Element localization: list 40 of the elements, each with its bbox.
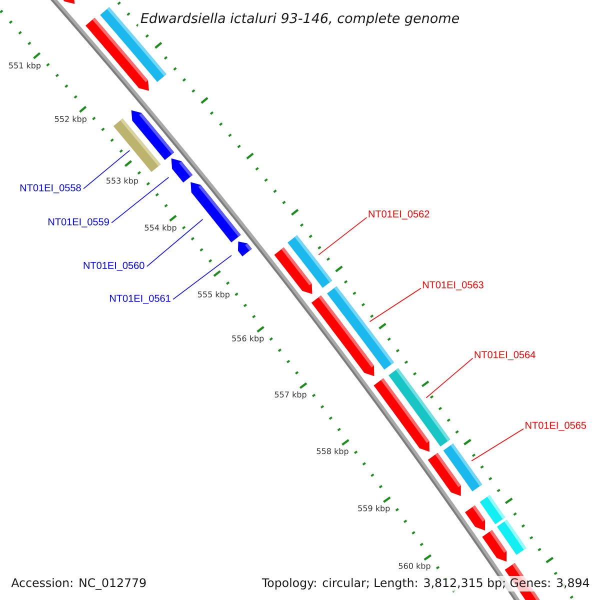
gene-label: NT01EI_0564: [474, 351, 536, 360]
gene-block: [171, 158, 193, 183]
tick-label: 553 kbp: [106, 177, 138, 186]
gene-label: NT01EI_0558: [20, 184, 81, 194]
tick-label: 557 kbp: [274, 391, 306, 400]
gene-block: [131, 110, 174, 160]
gene-label: NT01EI_0561: [110, 294, 170, 304]
gene-block: [465, 505, 486, 531]
gene-block: [274, 247, 312, 294]
gene-block: [374, 378, 430, 452]
leader-line: [172, 255, 232, 300]
leader-line: [83, 150, 130, 190]
gene-label: NT01EI_0562: [368, 210, 430, 220]
gene-label: NT01EI_0563: [422, 281, 484, 290]
gene-block: [190, 182, 241, 242]
gene-block: [63, 0, 75, 4]
title: Edwardsiella ictaluri 93-146, complete genome: [138, 10, 462, 28]
tick-label: 555 kbp: [198, 291, 230, 299]
leader-line: [426, 358, 474, 398]
leader-line: [318, 216, 368, 256]
leader-line: [146, 218, 204, 267]
gene-label: NT01EI_0565: [526, 422, 586, 431]
leader-line: [471, 428, 524, 462]
gene-label: NT01EI_0560: [84, 262, 144, 271]
tick-label: 558 kbp: [316, 448, 348, 456]
gene-block: [238, 241, 252, 256]
tick-label: 556 kbp: [232, 335, 264, 343]
footer-text: Topology: circular; Length: 3,812,315 bp; Genes: 3,894: [260, 576, 592, 592]
gene-block: [482, 530, 507, 562]
tick-label: 554 kbp: [144, 224, 176, 232]
gene-label: NT01EI_0559: [48, 218, 109, 228]
leader-line: [369, 288, 422, 322]
tick-label: 560 kbp: [398, 562, 430, 570]
leader-line: [111, 176, 170, 224]
tick-label: 559 kbp: [358, 505, 390, 513]
tick-label: 552 kbp: [54, 116, 86, 124]
footer-text: Accession: NC_012779: [9, 576, 149, 592]
gene-block: [428, 452, 461, 496]
tick-label: 551 kbp: [9, 62, 41, 70]
gene-block: [311, 295, 374, 376]
